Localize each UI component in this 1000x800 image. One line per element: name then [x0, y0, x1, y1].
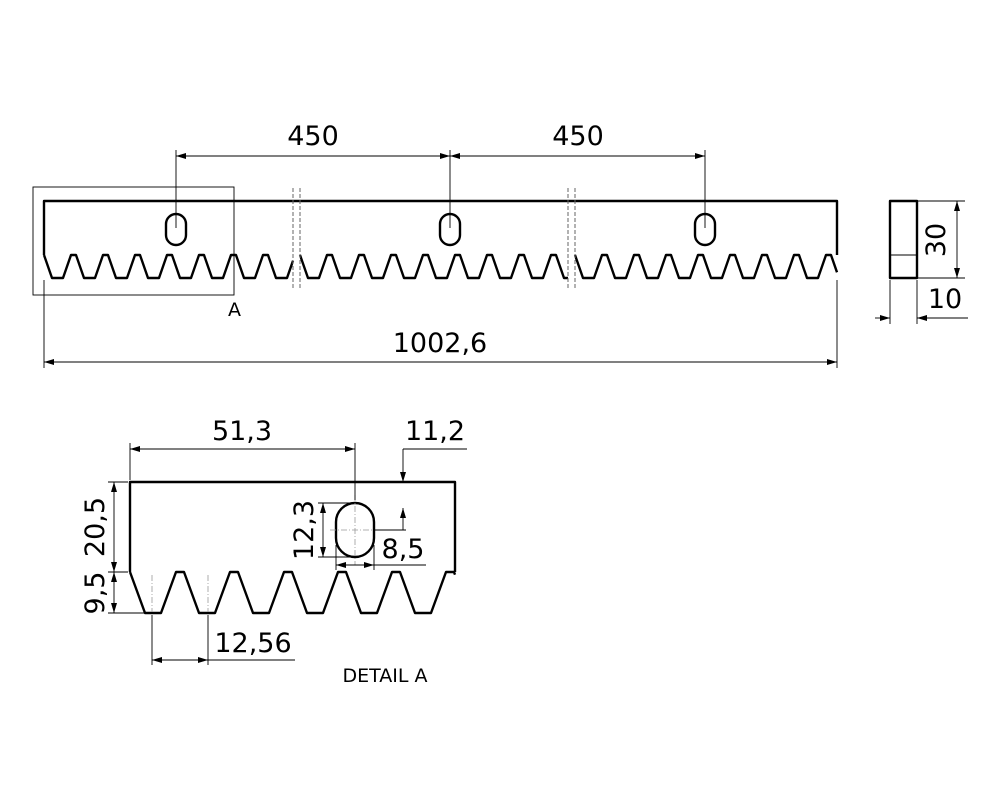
side-height-dim: 30	[921, 223, 952, 257]
rack-outline	[42, 199, 839, 280]
length-dim: 1002,6	[393, 328, 487, 359]
rack-side-view: 30 10	[875, 199, 968, 324]
detail-hole-offset-y: 11,2	[405, 416, 465, 447]
detail-hole-width: 8,5	[382, 534, 425, 565]
pitch-dim-2: 450	[552, 121, 604, 152]
side-profile	[888, 199, 919, 280]
detail-title: DETAIL A	[343, 665, 428, 687]
pitch-dim-1: 450	[287, 121, 339, 152]
detail-marker: A	[228, 299, 241, 321]
detail-outline	[128, 480, 457, 615]
length-dimension: 1002,6	[43, 280, 838, 368]
detail-tooth-pitch: 12,56	[214, 628, 291, 659]
rack-main-view: A 450 450 1002,6	[32, 121, 839, 368]
detail-a-frame	[32, 186, 235, 296]
detail-hole-offset-x: 51,3	[212, 416, 272, 447]
detail-body-height: 20,5	[80, 497, 111, 557]
detail-a-view: 51,3 11,2 12,3 8,5 20,5 9,5 12,56 DETAIL…	[80, 416, 467, 687]
detail-tooth-height: 9,5	[80, 572, 111, 615]
side-width-dim: 10	[928, 284, 962, 315]
detail-hole-height: 12,3	[289, 500, 320, 560]
pitch-dimensions: 450 450	[175, 121, 706, 228]
